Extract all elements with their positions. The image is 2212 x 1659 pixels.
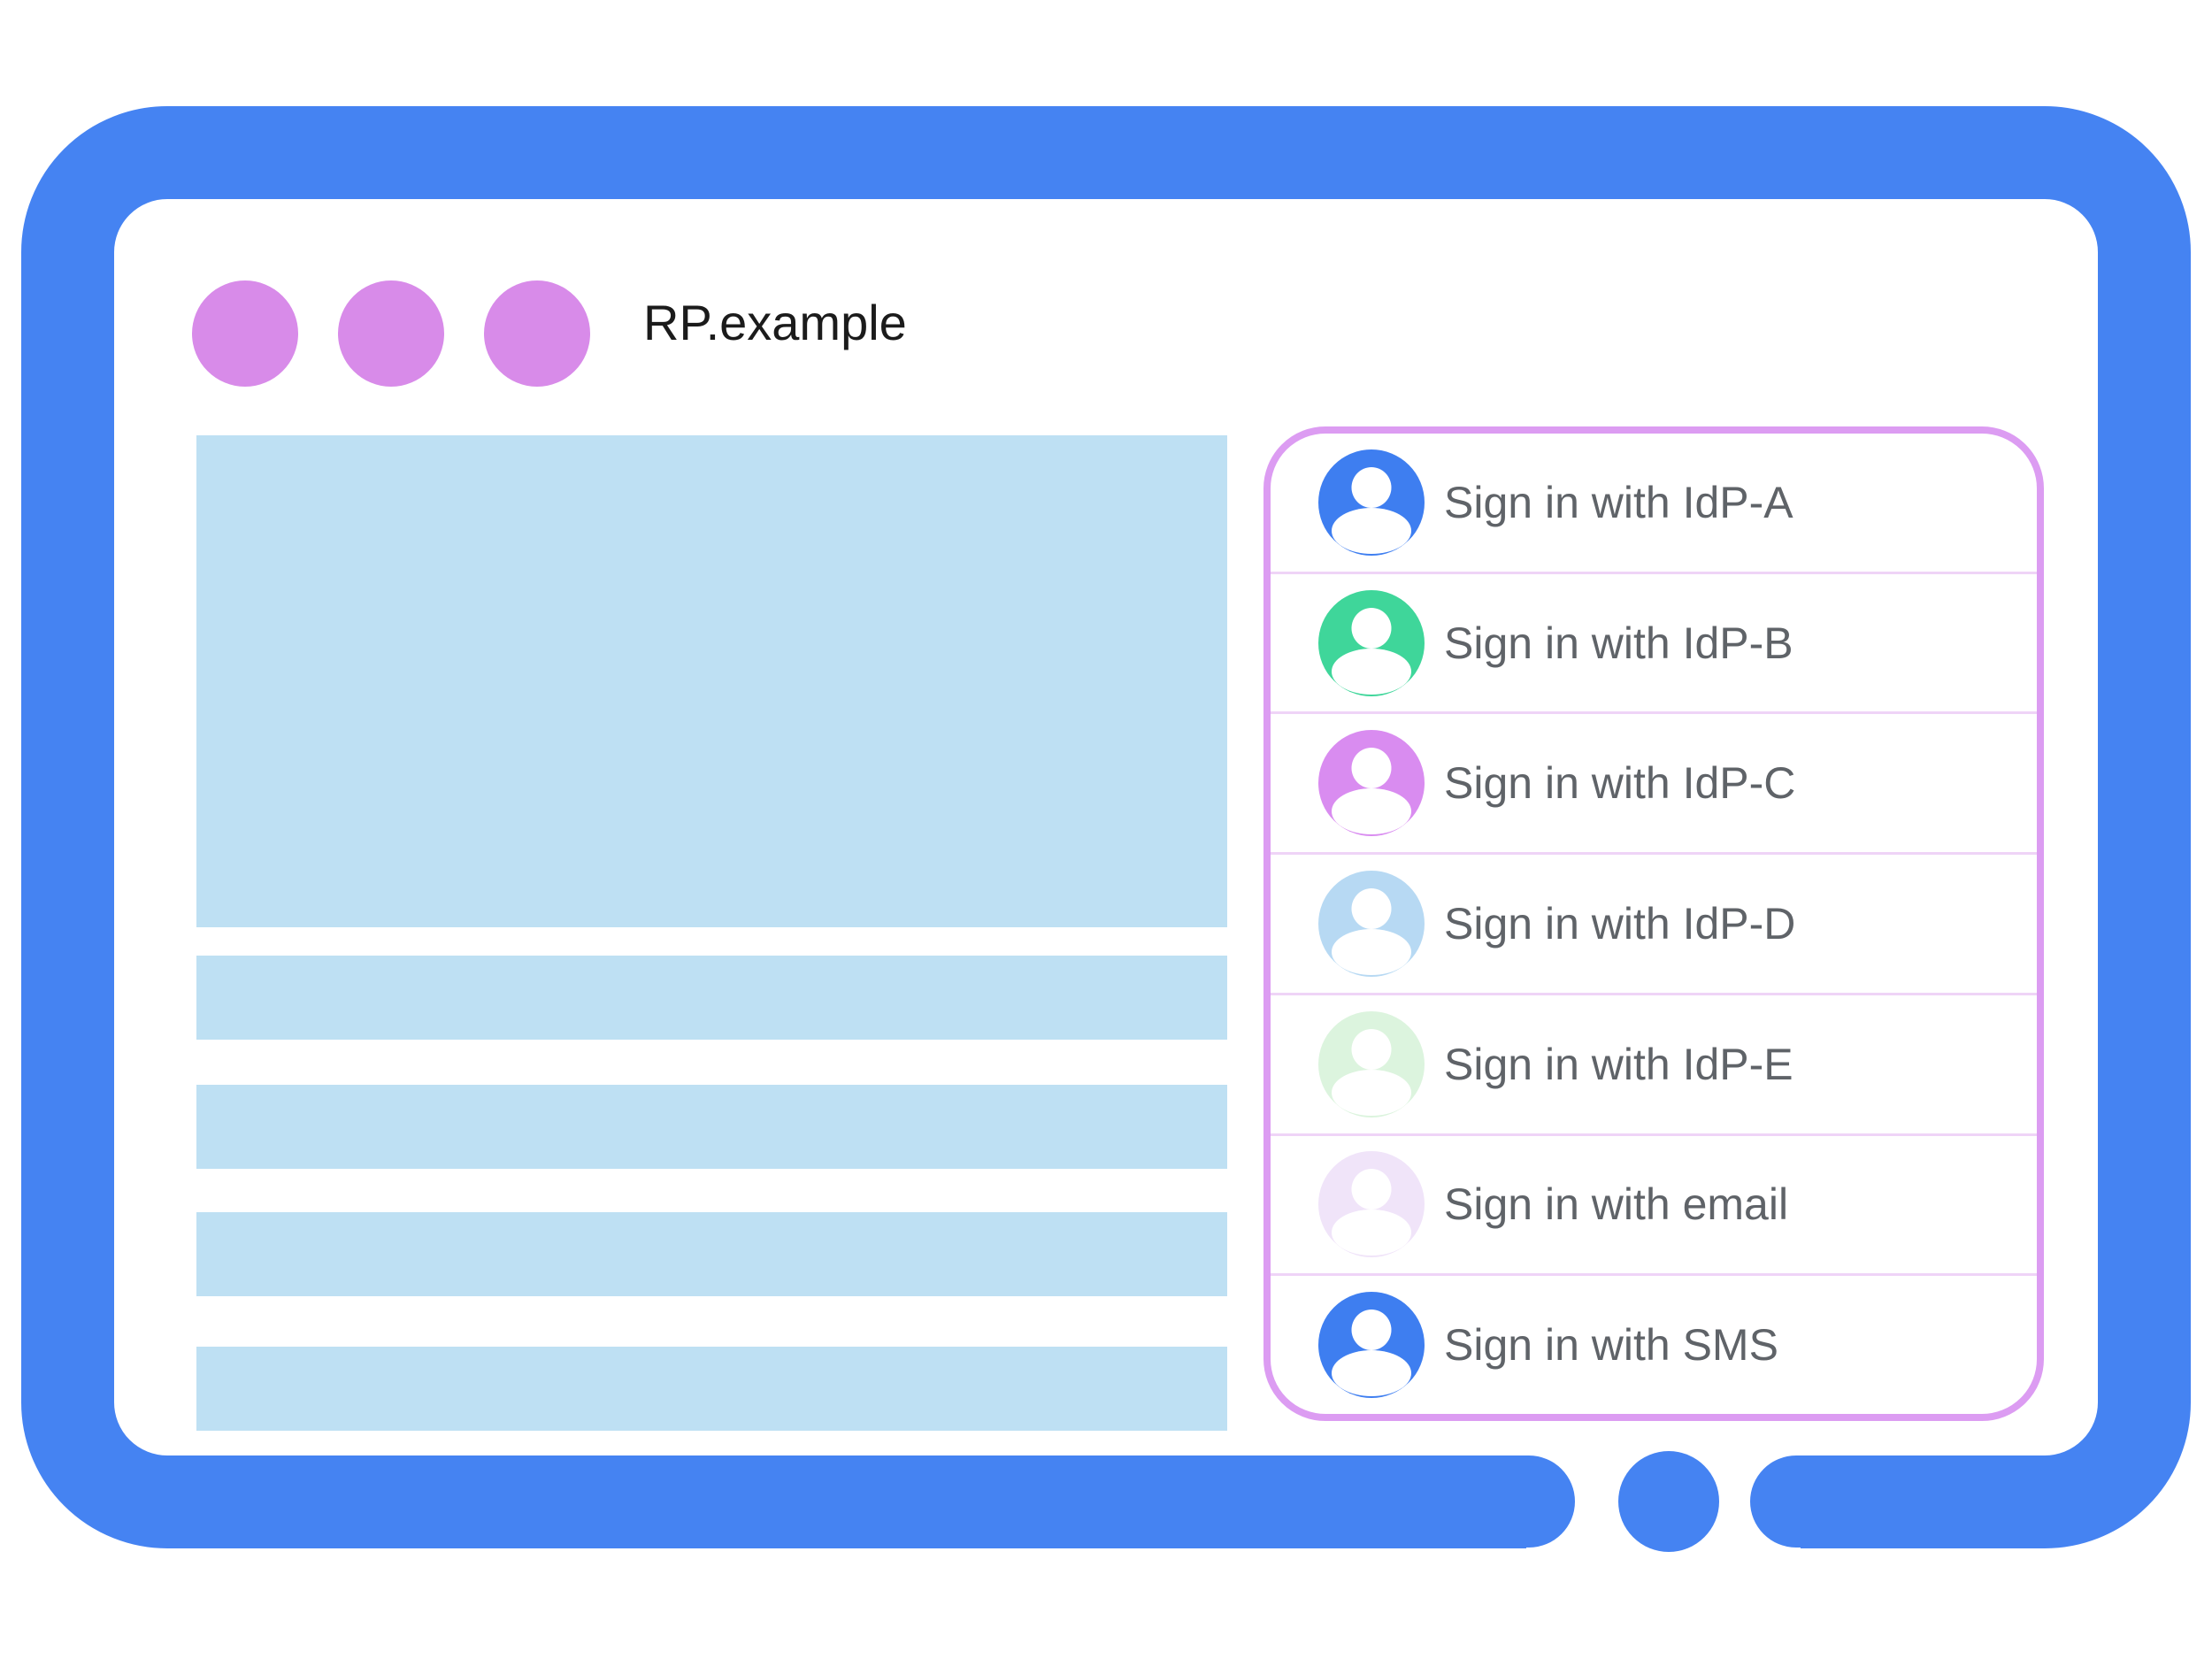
bezel-right-segment [1750,1455,1927,1548]
signin-option-idp-e[interactable]: Sign in with IdP-E [1271,992,2037,1133]
window-dot-icon [484,280,590,387]
signin-option-label: Sign in with email [1444,1179,1789,1230]
person-icon [1318,589,1425,696]
signin-option-sms[interactable]: Sign in with SMS [1271,1273,2037,1414]
signin-option-email[interactable]: Sign in with email [1271,1133,2037,1274]
signin-option-idp-c[interactable]: Sign in with IdP-C [1271,711,2037,852]
text-placeholder [196,1212,1227,1296]
person-icon [1318,1151,1425,1258]
person-icon [1318,871,1425,978]
person-icon [1318,1292,1425,1399]
signin-option-idp-d[interactable]: Sign in with IdP-D [1271,852,2037,993]
bezel-left-segment [1407,1455,1575,1548]
signin-option-idp-a[interactable]: Sign in with IdP-A [1271,434,2037,572]
signin-option-label: Sign in with IdP-C [1444,758,1796,809]
signin-panel: Sign in with IdP-A Sign in with IdP-B Si… [1263,426,2044,1421]
person-icon [1318,449,1425,556]
person-icon [1318,730,1425,837]
text-placeholder [196,1347,1227,1431]
page-title: RP.example [643,295,907,350]
signin-option-label: Sign in with IdP-A [1444,477,1793,527]
signin-option-idp-b[interactable]: Sign in with IdP-B [1271,571,2037,712]
signin-option-label: Sign in with IdP-B [1444,618,1793,668]
text-placeholder [196,956,1227,1040]
home-button-icon [1618,1451,1719,1552]
window-dot-icon [192,280,298,387]
person-icon [1318,1010,1425,1118]
signin-option-label: Sign in with IdP-E [1444,1039,1793,1089]
signin-option-label: Sign in with SMS [1444,1320,1778,1371]
signin-option-label: Sign in with IdP-D [1444,899,1796,949]
hero-placeholder [196,435,1227,927]
text-placeholder [196,1085,1227,1169]
window-dot-icon [338,280,444,387]
